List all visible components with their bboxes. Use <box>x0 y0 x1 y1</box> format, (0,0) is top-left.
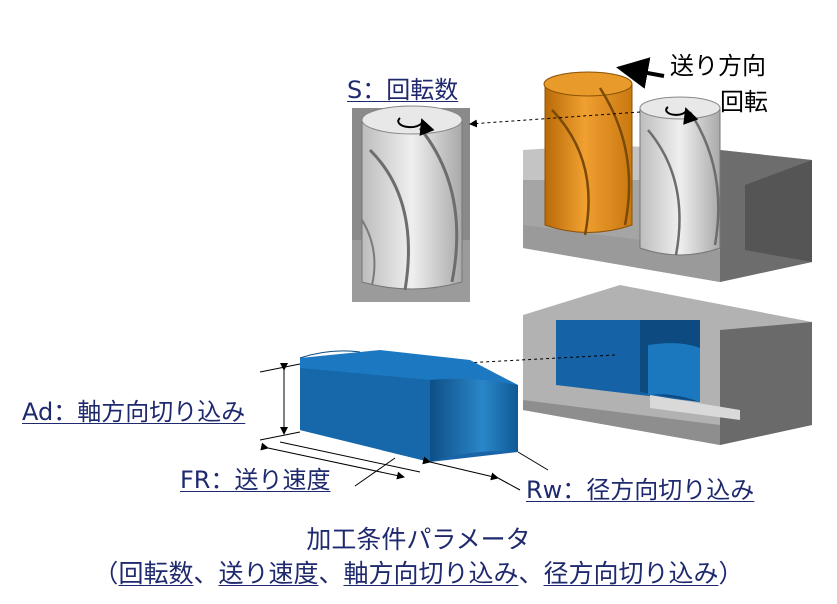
cutter-closeup <box>352 105 470 302</box>
label-feed-rate: FR：送り速度 <box>180 466 331 494</box>
caption-separator: 、 <box>318 559 344 588</box>
caption-open-paren: （ <box>93 559 119 588</box>
caption-title: 加工条件パラメータ <box>306 525 531 554</box>
caption-item-radial-depth: 径方向切り込み <box>543 559 719 588</box>
label-spindle-speed: S：回転数 <box>347 76 459 104</box>
cutter-orange <box>543 71 633 236</box>
label-radial-depth: Rw：径方向切り込み <box>526 476 755 504</box>
caption-separator: 、 <box>193 559 219 588</box>
dimension-lines <box>259 363 549 491</box>
label-rotation: 回転 <box>720 88 768 116</box>
feed-direction-arrow <box>616 57 665 89</box>
caption-item-axial-depth: 軸方向切り込み <box>343 559 519 588</box>
label-feed-direction: 送り方向 <box>670 52 766 80</box>
caption-item-feed-rate: 送り速度 <box>218 559 319 588</box>
caption-separator: 、 <box>518 559 544 588</box>
leader-spindle <box>469 111 641 128</box>
caption-item-speed: 回転数 <box>118 559 194 588</box>
removed-volume-solid <box>299 350 518 462</box>
cutter-silver <box>639 96 721 256</box>
label-axial-depth: Ad：軸方向切り込み <box>22 398 246 426</box>
workpiece-block-bottom <box>523 285 812 445</box>
caption-parameter-list: （回転数、送り速度、軸方向切り込み、径方向切り込み） <box>0 554 837 590</box>
caption-close-paren: ） <box>718 559 744 588</box>
leader-removed-volume <box>407 354 616 370</box>
